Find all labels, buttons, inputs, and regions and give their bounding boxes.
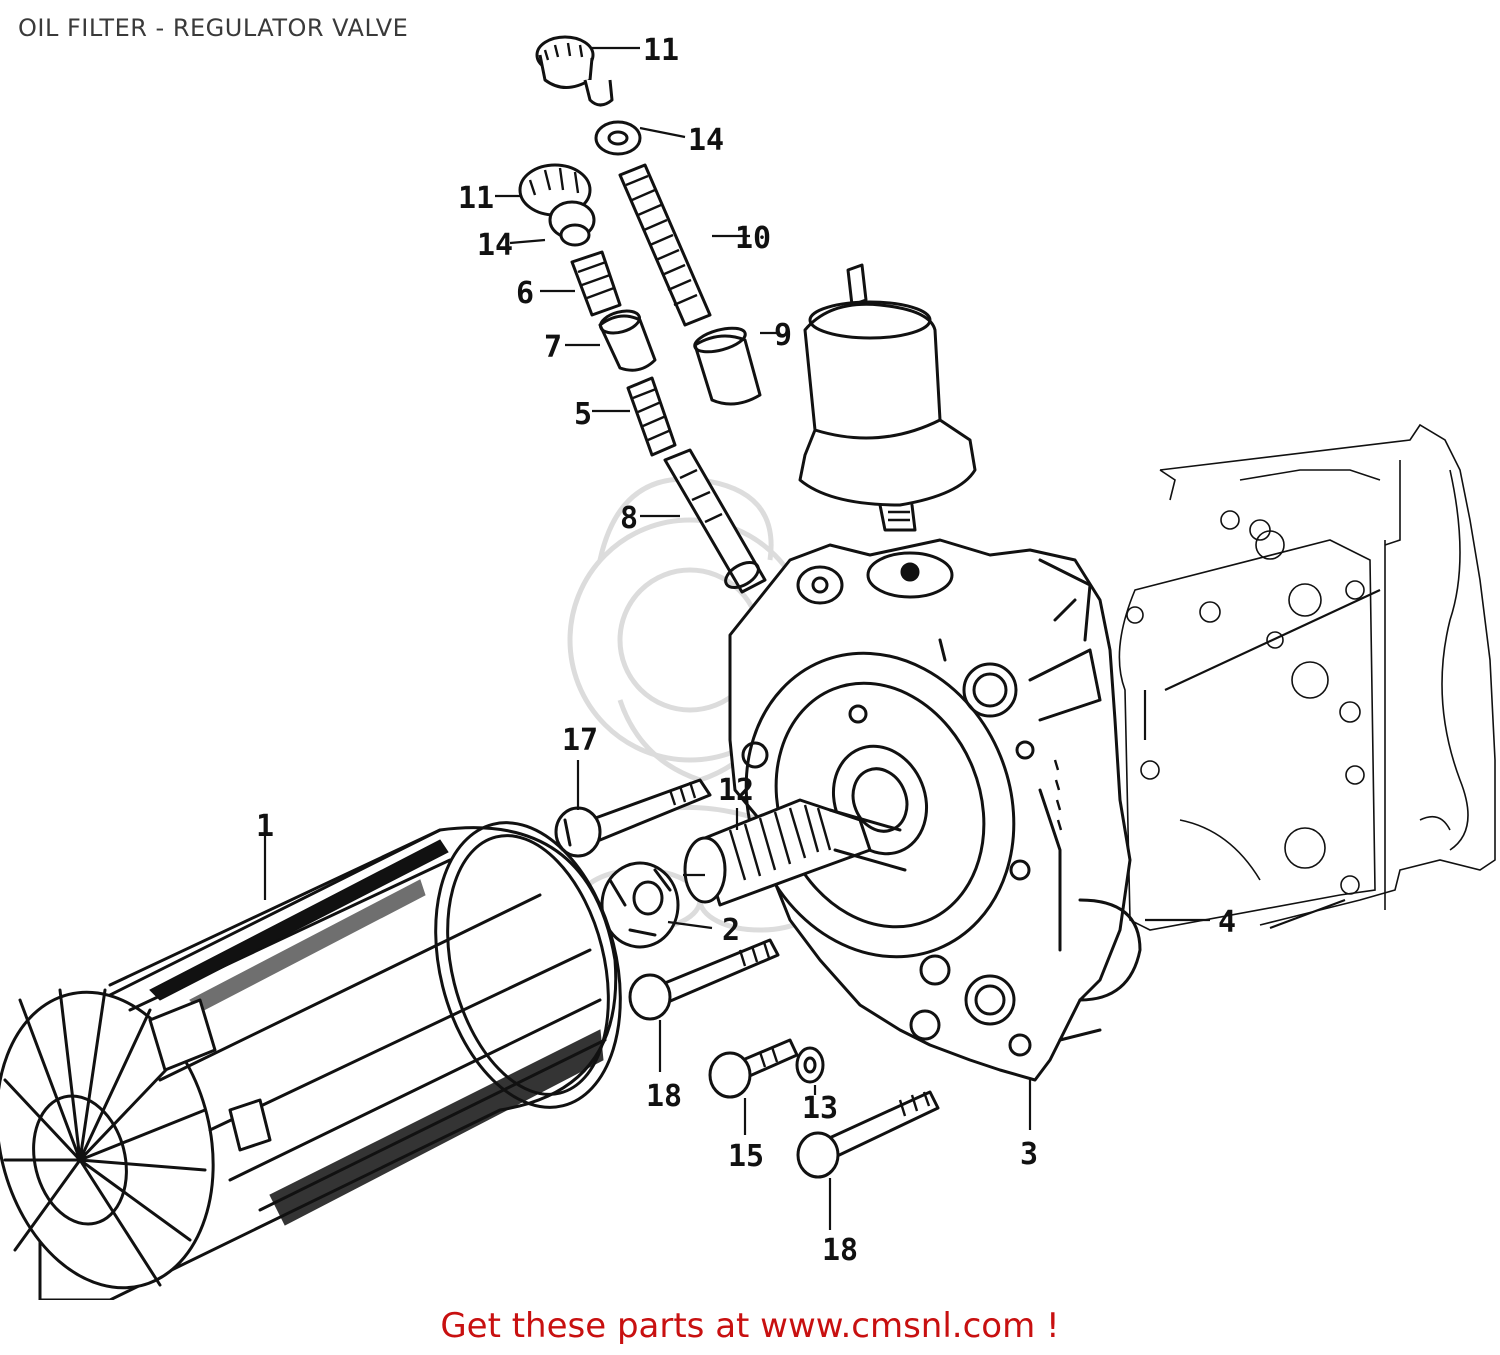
callout-label: 5: [574, 397, 592, 432]
leader-lines: [495, 46, 780, 930]
bolt-part-15: [708, 1038, 799, 1135]
cmsnl-parts-link[interactable]: Get these parts at www.cmsnl.com !: [440, 1306, 1060, 1346]
crankcase-outline: [1159, 423, 1496, 926]
exploded-parts-diagram: 11 14 11 10 14 6 9 7 5 8 17 12 1 2 4 18 …: [0, 33, 1496, 1300]
callout-label: 2: [722, 913, 740, 948]
callout-label: 13: [802, 1091, 838, 1126]
callout-labels: 11 14 11 10 14 6 9 7 5 8 17 12 1 2 4 18 …: [256, 33, 1236, 1268]
callout-label: 1: [256, 809, 274, 844]
callout-label: 7: [544, 330, 562, 365]
callout-label: 8: [620, 501, 638, 536]
callout-label: 18: [646, 1079, 682, 1114]
callout-label: 3: [1020, 1137, 1038, 1172]
bolt-part-17: [554, 760, 712, 858]
bolt-part-18-lower: [796, 1090, 940, 1230]
page-title: OIL FILTER - REGULATOR VALVE: [18, 14, 409, 42]
bolt-part-18-upper: [628, 938, 780, 1072]
callout-label: 12: [718, 773, 754, 808]
callout-label: 9: [774, 318, 792, 353]
callout-label: 14: [477, 228, 513, 263]
callout-label: 6: [516, 276, 534, 311]
callout-label: 10: [735, 221, 771, 256]
callout-label: 15: [728, 1139, 764, 1174]
filter-housing-part-3: [728, 538, 1346, 1130]
nut-part-2: [600, 861, 680, 949]
callout-label: 4: [1218, 905, 1236, 940]
oil-pressure-switch: [798, 263, 977, 532]
center-bolt-part-12: [683, 798, 907, 907]
gasket-part-4: [1118, 510, 1381, 931]
callout-label: 14: [688, 123, 724, 158]
oil-filter-element-part-1: [0, 820, 622, 1300]
callout-label: 17: [562, 723, 598, 758]
callout-label: 18: [822, 1233, 858, 1268]
valve-parts-stack: [518, 35, 767, 594]
callout-label: 11: [643, 33, 679, 68]
washer-part-13: [795, 1046, 825, 1095]
callout-label: 11: [458, 181, 494, 216]
